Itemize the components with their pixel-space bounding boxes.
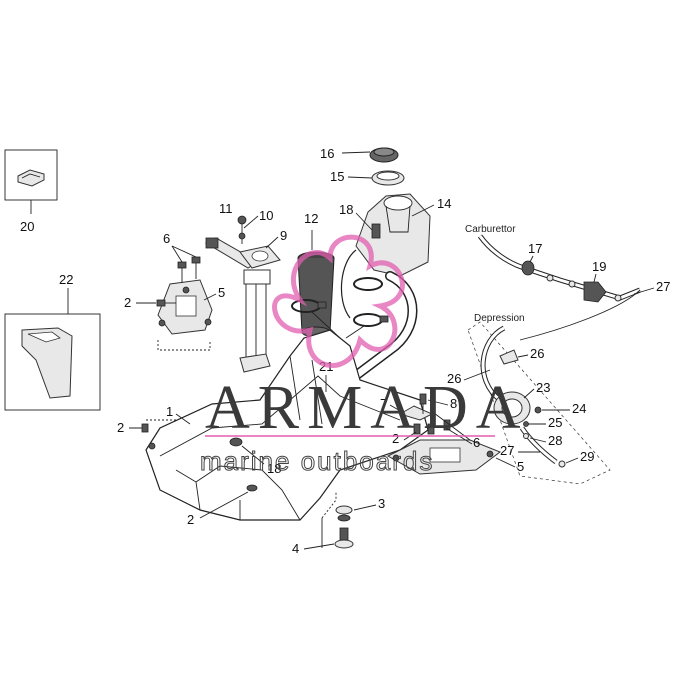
callout-25: 25 — [548, 415, 562, 430]
drain-plug-parts-3-4 — [321, 492, 354, 549]
label-depression: Depression — [474, 313, 525, 324]
callout-19: 19 — [592, 259, 606, 274]
carburettor-fuel-line — [477, 234, 641, 341]
callout-22: 22 — [59, 272, 73, 287]
callout-28: 28 — [548, 433, 562, 448]
bracket-part-5-left — [156, 256, 213, 351]
callout-29: 29 — [580, 449, 594, 464]
callout-18-tank: 18 — [267, 461, 281, 476]
callout-1: 1 — [166, 404, 173, 419]
inset-box-part-20 — [4, 149, 58, 214]
vacuum-fuel-pump-assembly — [480, 325, 566, 468]
callout-26-lower: 26 — [447, 371, 461, 386]
callout-10: 10 — [259, 208, 273, 223]
fuel-level-sensor-assembly — [204, 215, 281, 373]
callout-27-lower: 27 — [500, 443, 514, 458]
callout-5-right: 5 — [517, 459, 524, 474]
callout-5-left: 5 — [218, 285, 225, 300]
callout-27-top: 27 — [656, 279, 670, 294]
filter-sleeve-part-12 — [297, 230, 335, 338]
filler-neck-assembly — [340, 147, 431, 319]
callout-26-upper: 26 — [530, 346, 544, 361]
watermark-tagline: marine outboards — [200, 446, 434, 476]
label-carburettor: Carburettor — [465, 224, 516, 235]
filler-hose — [345, 271, 418, 385]
callout-18-top: 18 — [339, 202, 353, 217]
callout-8: 8 — [450, 396, 457, 411]
callout-6-right: 6 — [473, 435, 480, 450]
callout-12: 12 — [304, 211, 318, 226]
callout-7: 7 — [380, 396, 387, 411]
callout-2-right: 2 — [392, 431, 399, 446]
callout-4: 4 — [292, 541, 299, 556]
hose-clamps-part-13 — [291, 277, 389, 339]
callout-11: 11 — [219, 201, 233, 216]
callout-2-bracket: 2 — [124, 295, 131, 310]
inset-box-part-22 — [4, 288, 101, 411]
watermark-brand: ARMADA — [205, 374, 529, 442]
callout-15: 15 — [330, 169, 344, 184]
bracket-part-5-right — [386, 393, 502, 475]
callout-17: 17 — [528, 241, 542, 256]
callout-20: 20 — [20, 219, 34, 234]
callout-9: 9 — [280, 228, 287, 243]
callout-6-left: 6 — [163, 231, 170, 246]
callout-23: 23 — [536, 380, 550, 395]
fuel-tank-part-1 — [145, 329, 429, 521]
callout-14: 14 — [437, 196, 451, 211]
callout-16: 16 — [320, 146, 334, 161]
callout-24: 24 — [572, 401, 586, 416]
callout-2-tank-bottom: 2 — [187, 512, 194, 527]
callout-2-tank-left: 2 — [117, 420, 124, 435]
callout-3: 3 — [378, 496, 385, 511]
armada-watermark: ARMADA marine outboards — [200, 234, 529, 477]
